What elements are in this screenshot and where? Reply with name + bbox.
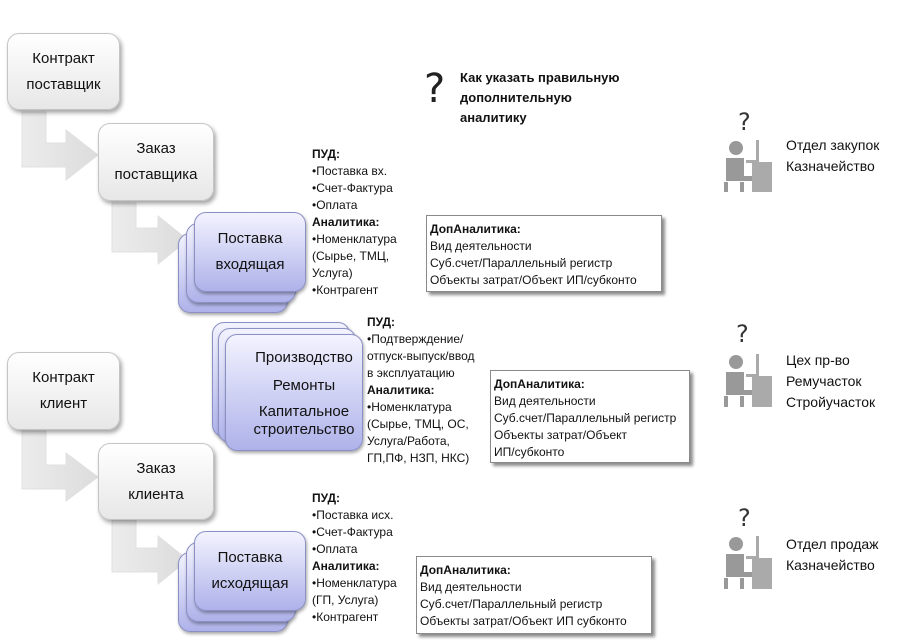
department-line: Ремучасток [786,373,862,389]
node-label: входящая [215,256,285,273]
pud-title: ПУД: [312,491,341,505]
department-line: Отдел продаж [786,536,879,552]
pud-title: ПУД: [367,315,396,329]
node-delivery-out: Поставка исходящая [194,531,306,611]
pud-item: в эксплуатацию [367,366,455,380]
analytics-item: •Номенклатура [312,232,397,246]
analytics-item: Услуга/Работа, [367,434,450,448]
question-text: Как указать правильную дополнительную ан… [460,68,620,128]
node-label: поставщик [26,75,101,93]
pud-item: •Поставка исх. [312,508,394,522]
dop-analytics-in: ДопАналитика: Вид деятельности Суб.счет/… [426,215,662,292]
analytics-title: Аналитика: [367,383,435,397]
analytics-item: ГП,ПФ, НЗП, НКС) [367,451,470,465]
pud-item: •Оплата [312,198,358,212]
analytics-title: Аналитика: [312,559,380,573]
department-bottom: Отдел продаж Казначейство [786,534,879,576]
analytics-item: Услуга) [312,266,353,280]
analytics-item: •Контрагент [312,610,379,624]
node-label: Ремонты [272,376,336,394]
pud-item: •Подтверждение/ [367,332,464,346]
person-at-computer-icon: ? [724,504,772,589]
node-contract-supplier: Контракт поставщик [7,33,120,110]
department-line: Стройучасток [786,394,876,410]
question-line: аналитику [460,110,527,125]
node-label: клиента [128,485,184,503]
dop-line: Вид деятельности [494,394,596,408]
node-label: Капитальное [258,402,350,420]
svg-text:?: ? [738,108,751,136]
analytics-item: •Контрагент [312,283,379,297]
dop-line: Суб.счет/Параллельный регистр [430,256,613,270]
node-label: Контракт [32,369,95,386]
analytics-title: Аналитика: [312,215,380,229]
dop-title: ДопАналитика: [494,377,585,391]
analytics-item: •Номенклатура [312,576,397,590]
arrow-contract-to-order-client [21,430,99,502]
node-label: Поставка [217,549,283,566]
dop-title: ДопАналитика: [430,222,521,236]
node-label: Поставка [217,230,283,247]
person-at-computer-icon: ? [724,108,772,192]
dop-line: Объекты затрат/Объект [494,428,628,442]
department-top: Отдел закупок Казначейство [786,135,879,177]
pud-item: •Счет-Фактура [312,181,393,195]
node-label: Заказ [136,140,176,157]
question-mark-icon: ? [424,66,446,112]
arrow-order-to-delivery-in [111,202,189,266]
analytics-item: •Номенклатура [367,400,452,414]
details-delivery-out: ПУД: •Поставка исх. •Счет-Фактура •Оплат… [312,490,397,626]
dop-line: ИП/субконто [494,445,565,459]
question-line: дополнительную [460,90,572,105]
details-delivery-in: ПУД: •Поставка вх. •Счет-Фактура •Оплата… [312,146,397,299]
dop-line: Суб.счет/Параллельный регистр [420,597,603,611]
analytics-item: (ГП, Услуга) [312,593,379,607]
svg-text:?: ? [736,320,749,348]
analytics-item: (Сырье, ТМЦ, ОС, [367,417,469,431]
arrow-order-to-delivery-out [111,519,189,586]
pud-item: •Оплата [312,542,358,556]
dop-analytics-out: ДопАналитика: Вид деятельности Суб.счет/… [416,556,652,634]
pud-item: •Счет-Фактура [312,525,393,539]
node-production: Производство Ремонты Капитальное строите… [225,334,363,451]
department-line: Отдел закупок [786,137,880,153]
node-label: клиент [39,395,88,412]
department-line: Казначейство [786,557,875,573]
question-line: Как указать правильную [460,70,620,85]
node-label: Производство [255,348,353,366]
arrow-contract-to-order-supplier [21,111,99,182]
dop-analytics-production: ДопАналитика: Вид деятельности Суб.счет/… [490,370,690,463]
svg-text:?: ? [738,504,751,532]
person-at-computer-icon: ? [724,320,772,407]
department-line: Цех пр-во [786,352,850,368]
dop-line: Вид деятельности [430,239,532,253]
dop-line: Суб.счет/Параллельный регистр [494,411,677,425]
node-label: Контракт [32,49,95,67]
pud-item: отпуск-выпуск/ввод [367,349,475,363]
dop-title: ДопАналитика: [420,563,511,577]
node-label: Заказ [136,459,176,477]
node-order-client: Заказ клиента [98,443,214,520]
node-label: исходящая [211,575,289,592]
department-middle: Цех пр-во Ремучасток Стройучасток [786,350,875,413]
dop-line: Вид деятельности [420,580,522,594]
pud-title: ПУД: [312,147,341,161]
dop-line: Объекты затрат/Объект ИП/субконто [430,273,637,287]
node-label: строительство [253,420,355,438]
pud-item: •Поставка вх. [312,164,388,178]
node-order-supplier: Заказ поставщика [98,123,214,201]
node-contract-client: Контракт клиент [7,352,120,430]
dop-line: Объекты затрат/Объект ИП субконто [420,614,627,628]
node-label: поставщика [114,166,198,183]
details-production: ПУД: •Подтверждение/ отпуск-выпуск/ввод … [367,314,475,467]
department-line: Казначейство [786,158,875,174]
analytics-item: (Сырье, ТМЦ, [312,249,390,263]
node-delivery-in: Поставка входящая [194,212,306,292]
